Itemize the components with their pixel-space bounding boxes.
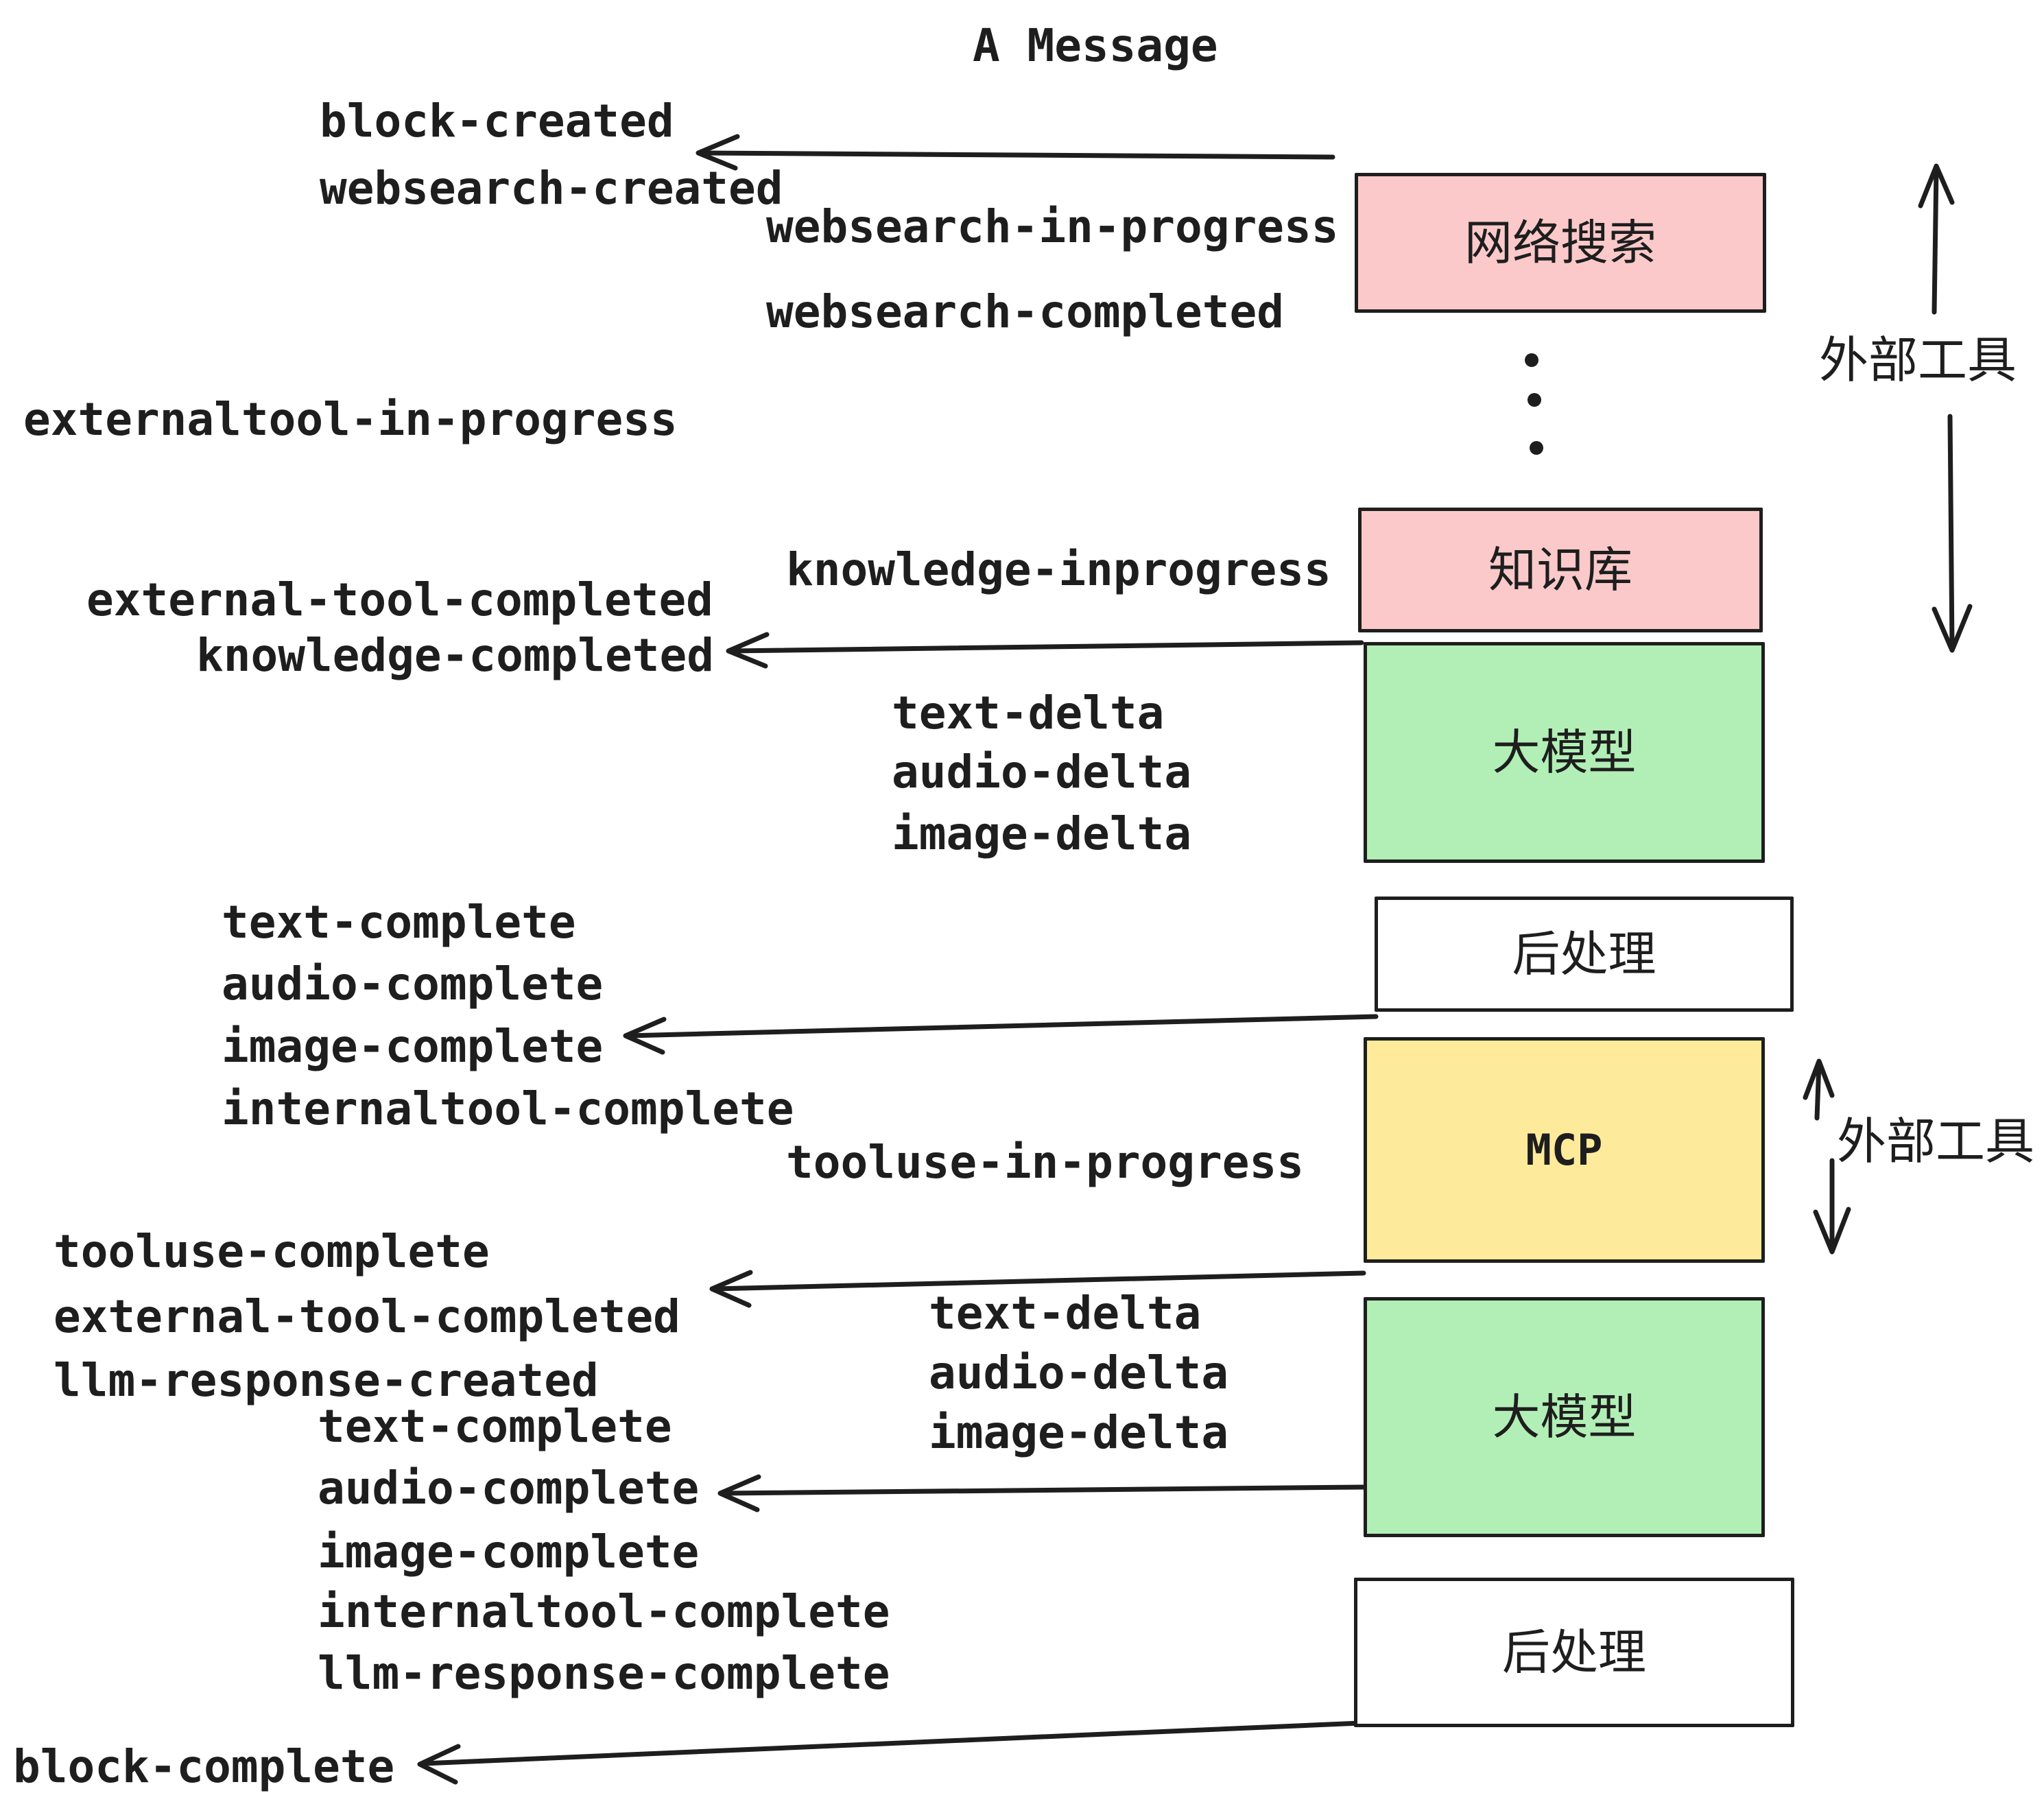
event-audio-delta-2: audio-delta <box>929 1346 1229 1399</box>
event-knowledge-inprogress: knowledge-inprogress <box>786 543 1331 596</box>
side-label-external-tools-1: 外部工具 <box>1819 333 2017 388</box>
event-websearch-in-progress: websearch-in-progress <box>766 200 1339 253</box>
arrowhead-to-block-complete <box>417 1744 461 1785</box>
event-text-delta-2: text-delta <box>929 1287 1202 1340</box>
event-websearch-completed: websearch-completed <box>766 285 1284 338</box>
event-internaltool-complete-1: internaltool-complete <box>222 1082 794 1135</box>
arrowhead-to-image-complete <box>623 1017 667 1055</box>
external-tools-up-arrowhead-2 <box>1803 1058 1835 1100</box>
event-knowledge-completed: knowledge-completed <box>196 629 714 682</box>
event-audio-complete-1: audio-complete <box>222 958 604 1010</box>
box-post-process-1: 后处理 <box>1375 897 1794 1012</box>
arrowhead-to-knowledge-completed <box>726 632 770 669</box>
event-external-tool-completed-2: external-tool-completed <box>54 1290 680 1343</box>
arrowhead-to-tooluse-complete <box>709 1270 753 1308</box>
event-image-delta-2: image-delta <box>929 1406 1229 1459</box>
event-block-created: block-created <box>320 95 674 147</box>
event-text-delta-1: text-delta <box>892 687 1165 739</box>
box-mcp: MCP <box>1364 1037 1765 1263</box>
box-llm-2: 大模型 <box>1364 1297 1765 1537</box>
box-label-knowledge-base: 知识库 <box>1488 543 1632 597</box>
diagram-title: A Message <box>973 19 1218 72</box>
box-llm-1: 大模型 <box>1364 642 1765 863</box>
box-label-mcp: MCP <box>1525 1124 1603 1175</box>
event-external-tool-completed-1: external-tool-completed <box>86 573 713 626</box>
event-externaltool-in-progress: externaltool-in-progress <box>23 393 678 446</box>
ellipsis-dot <box>1528 393 1541 407</box>
external-tools-up-arrowhead-1 <box>1918 163 1955 209</box>
ellipsis-dot <box>1525 353 1538 367</box>
event-internaltool-complete-2: internaltool-complete <box>318 1585 890 1638</box>
external-tools-up-arrow-1 <box>1932 165 1939 315</box>
external-tools-down-arrowhead-2 <box>1813 1207 1851 1255</box>
arrow-to-knowledge-completed <box>728 640 1364 654</box>
event-llm-response-complete: llm-response-complete <box>318 1647 890 1700</box>
event-audio-delta-1: audio-delta <box>892 746 1192 798</box>
external-tools-down-arrowhead-1 <box>1932 604 1973 653</box>
event-text-complete-2: text-complete <box>318 1400 672 1453</box>
event-websearch-created: websearch-created <box>320 162 783 215</box>
event-audio-complete-2: audio-complete <box>318 1462 700 1515</box>
event-llm-response-created: llm-response-created <box>54 1354 599 1407</box>
ellipsis-dot <box>1530 441 1543 455</box>
event-tooluse-complete: tooluse-complete <box>54 1225 490 1278</box>
arrow-to-image-complete <box>626 1014 1379 1039</box>
box-label-post-process-2: 后处理 <box>1502 1626 1646 1679</box>
box-web-search: 网络搜索 <box>1355 173 1766 313</box>
event-image-complete-2: image-complete <box>318 1526 700 1578</box>
box-knowledge-base: 知识库 <box>1358 508 1763 632</box>
arrow-to-websearch-created <box>698 150 1335 160</box>
side-label-external-tools-2: 外部工具 <box>1837 1115 2035 1170</box>
event-block-complete: block-complete <box>13 1740 395 1793</box>
arrowhead-to-audio-complete <box>717 1474 761 1512</box>
event-image-delta-1: image-delta <box>892 807 1192 860</box>
box-label-llm-1: 大模型 <box>1492 726 1637 779</box>
box-label-web-search: 网络搜索 <box>1464 216 1656 270</box>
arrow-to-block-complete <box>421 1720 1363 1766</box>
box-label-llm-2: 大模型 <box>1492 1390 1637 1444</box>
external-tools-down-arrow-1 <box>1947 414 1955 651</box>
arrow-to-audio-complete <box>720 1484 1366 1496</box>
external-tools-up-arrow-2 <box>1814 1060 1822 1121</box>
box-label-post-process-1: 后处理 <box>1512 927 1656 981</box>
box-post-process-2: 后处理 <box>1354 1578 1794 1727</box>
event-tooluse-in-progress: tooluse-in-progress <box>786 1136 1304 1189</box>
event-image-complete-1: image-complete <box>222 1020 604 1073</box>
event-text-complete-1: text-complete <box>222 896 576 949</box>
